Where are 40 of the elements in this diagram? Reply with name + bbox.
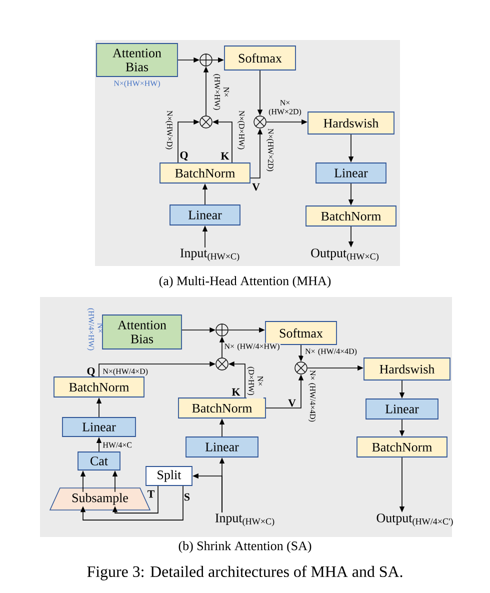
process-box: BatchNorm xyxy=(306,206,396,226)
add-circle xyxy=(200,54,212,66)
add-circle xyxy=(216,324,228,336)
linear-box: Linear xyxy=(186,436,258,458)
multiply-circle xyxy=(216,358,228,370)
process-box: Split xyxy=(146,466,192,486)
arrow xyxy=(80,486,184,520)
io-text: Input$_{(HW×C)}$ xyxy=(180,248,240,262)
io-text: Input$_{(HW×C)}$ xyxy=(215,514,274,526)
multiply-circle xyxy=(294,362,308,374)
linear-box: Linear xyxy=(170,204,240,226)
port-letter: V xyxy=(252,183,260,191)
process-box: Hardswish xyxy=(308,112,394,134)
port-letter: Q xyxy=(87,368,95,377)
linear-box: Cat xyxy=(78,452,120,470)
port-letter: Q xyxy=(180,152,188,161)
process-box: Softmax xyxy=(224,46,296,70)
subfigure-caption: (a) Multi-Head Attention (MHA) xyxy=(159,276,331,288)
port-letter: K xyxy=(232,388,240,396)
process-box: Hardswish xyxy=(364,358,450,380)
linear-box: Linear xyxy=(316,162,386,184)
process-box: BatchNorm xyxy=(178,398,266,418)
io-text: Output$_{(HW×C)}$ xyxy=(311,248,378,262)
subfigure-caption: (b) Shrink Attention (SA) xyxy=(178,541,312,553)
port-letter: V xyxy=(288,399,296,407)
arrow xyxy=(112,486,158,514)
multiply-circle xyxy=(254,116,266,128)
process-box: BatchNorm xyxy=(54,376,144,398)
multiply-circle xyxy=(200,116,212,128)
port-letter: K xyxy=(220,152,230,160)
bias-box: Attention Bias xyxy=(96,43,178,77)
process-box: Softmax xyxy=(265,321,337,345)
process-box: BatchNorm xyxy=(356,436,448,458)
bias-box: Attention Bias xyxy=(102,314,182,350)
process-box: BatchNorm xyxy=(160,162,250,184)
figure-caption: Figure 3: Detailed architectures of MHA and SA. xyxy=(87,566,402,580)
linear-box: Linear xyxy=(366,398,438,420)
io-text: Output$_{(HW/4×C')}$ xyxy=(376,514,453,526)
port-letter: S xyxy=(184,493,190,501)
linear-box: Linear xyxy=(62,417,136,437)
